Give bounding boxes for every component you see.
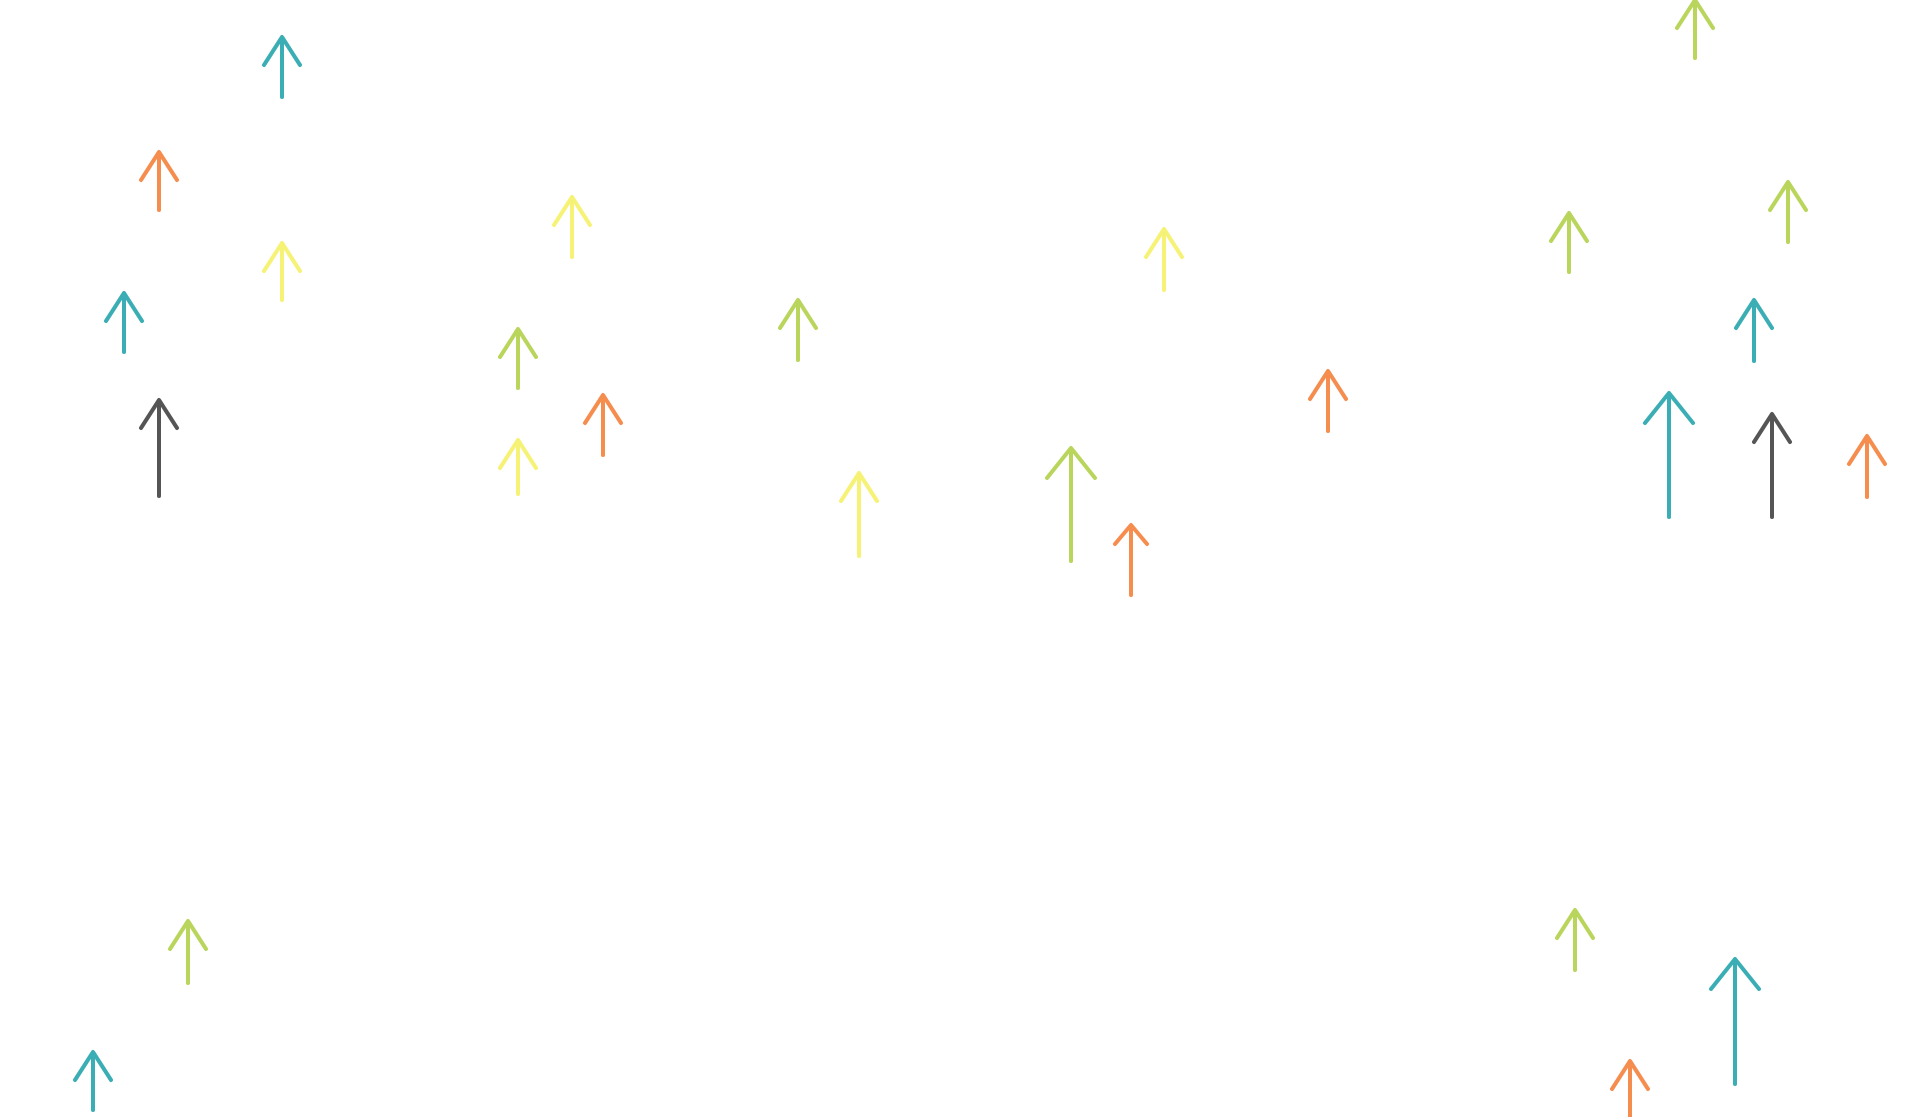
- up-arrow-icon: [262, 241, 302, 302]
- arrow-head: [498, 327, 538, 359]
- arrow-head: [1144, 227, 1184, 259]
- arrow-head: [104, 291, 144, 323]
- arrow-head: [1847, 434, 1887, 466]
- up-arrow-icon: [839, 471, 879, 558]
- up-arrow-icon: [583, 393, 623, 457]
- arrow-head: [1549, 211, 1589, 243]
- arrow-head: [552, 195, 592, 227]
- arrow-head: [1308, 369, 1348, 401]
- up-arrow-icon: [1549, 211, 1589, 274]
- up-arrow-icon: [1144, 227, 1184, 292]
- arrow-head: [139, 150, 179, 182]
- arrow-head: [139, 398, 179, 430]
- arrow-head: [1555, 908, 1595, 940]
- up-arrow-icon: [1643, 391, 1695, 519]
- up-arrow-icon: [1847, 434, 1887, 499]
- up-arrow-icon: [262, 35, 302, 99]
- arrow-head: [1045, 446, 1097, 480]
- up-arrow-icon: [104, 291, 144, 354]
- arrow-head: [1675, 0, 1715, 30]
- up-arrow-icon: [1045, 446, 1097, 563]
- up-arrow-icon: [1752, 412, 1792, 519]
- arrow-head: [1113, 523, 1149, 546]
- arrow-head: [1643, 391, 1695, 425]
- arrow-head: [1734, 298, 1774, 330]
- up-arrow-icon: [73, 1050, 113, 1112]
- up-arrow-icon: [1555, 908, 1595, 972]
- up-arrow-icon: [498, 438, 538, 496]
- up-arrow-icon: [552, 195, 592, 259]
- up-arrow-icon: [139, 150, 179, 212]
- up-arrow-icon: [1113, 523, 1149, 597]
- up-arrow-icon: [1308, 369, 1348, 433]
- arrow-head: [262, 35, 302, 67]
- arrow-head: [498, 438, 538, 470]
- arrow-head: [262, 241, 302, 273]
- up-arrow-icon: [1675, 0, 1715, 60]
- arrow-head: [168, 919, 208, 951]
- arrow-head: [583, 393, 623, 425]
- up-arrow-icon: [1610, 1059, 1650, 1117]
- up-arrow-icon: [778, 298, 818, 362]
- up-arrow-icon: [139, 398, 179, 498]
- arrow-head: [1768, 180, 1808, 212]
- arrow-head: [1752, 412, 1792, 444]
- arrow-head: [839, 471, 879, 503]
- up-arrow-icon: [168, 919, 208, 985]
- up-arrow-icon: [498, 327, 538, 390]
- up-arrow-icon: [1734, 298, 1774, 363]
- arrow-head: [73, 1050, 113, 1082]
- arrow-head: [1610, 1059, 1650, 1091]
- up-arrow-icon: [1709, 957, 1761, 1086]
- arrow-head: [778, 298, 818, 330]
- arrows-layer: [73, 0, 1887, 1117]
- up-arrow-icon: [1768, 180, 1808, 244]
- arrow-head: [1709, 957, 1761, 991]
